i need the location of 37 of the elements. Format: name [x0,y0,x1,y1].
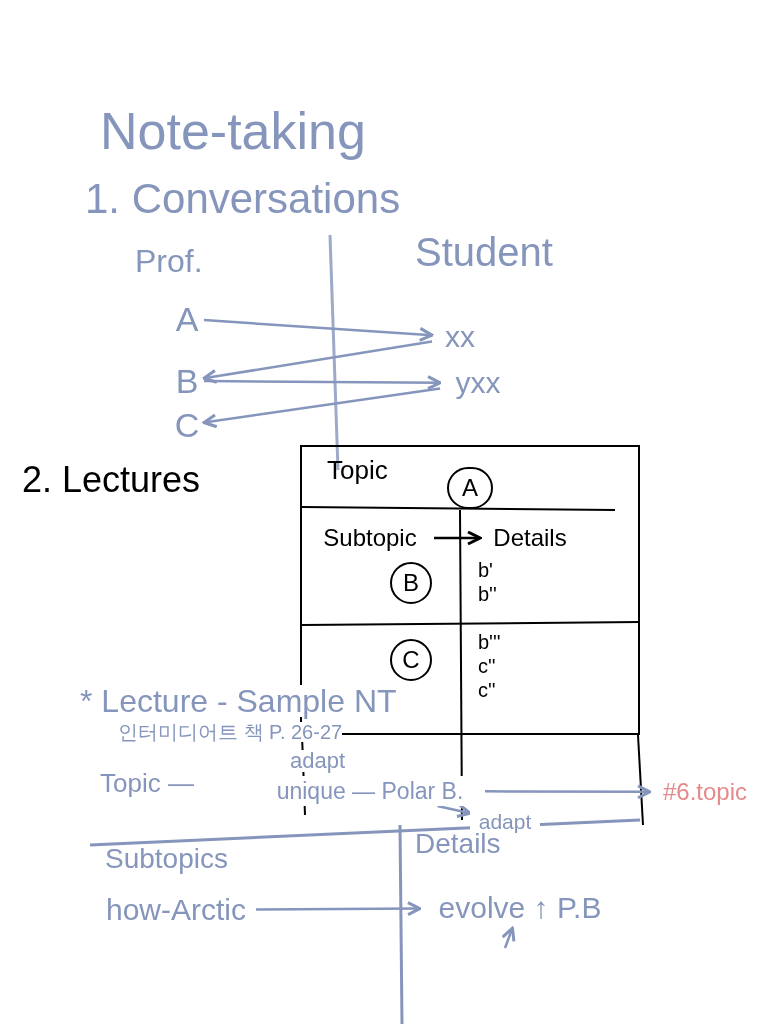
note-text: #6.topic [650,776,760,808]
column-heading: Student [415,232,553,272]
note-text: C [170,404,204,446]
detail-item: b' [478,560,493,580]
table-heading: Topic [327,457,388,483]
note-text: A [170,298,204,340]
note-heading: * Lecture - Sample NT [80,685,397,717]
note-text: 인터미디어트 책 P. 26-27 [118,722,343,742]
arrow [485,784,652,800]
arrow [501,926,516,949]
column-heading: Details [415,830,501,858]
detail-item: c'' [478,656,496,676]
section-heading: 1. Conversations [85,178,401,220]
note-text: xx [432,318,488,356]
circled-letter: B [390,562,432,604]
section-heading: 2. Lectures [22,462,201,498]
note-text: evolve ↑ P.B [420,888,620,928]
detail-item: c'' [478,680,496,700]
note-text: yxx [440,364,516,402]
note-text: adapt [470,810,540,832]
detail-item: b'' [478,584,497,604]
arrow [202,387,441,429]
arrow [203,318,434,342]
column-heading: Subtopics [105,845,228,873]
note-text: Topic — [100,770,194,796]
detail-item: b''' [478,632,501,652]
arrow [434,530,482,546]
note-text: Details [480,521,580,555]
column-heading: Prof. [135,245,203,277]
note-text: B [170,360,204,402]
note-text: Subtopic [306,521,434,555]
arrow [202,340,433,384]
circled-letter: A [447,467,493,509]
arrow [204,375,442,391]
note-text: how-Arctic [96,890,256,930]
circled-letter: C [390,639,432,681]
arrow [256,901,422,917]
